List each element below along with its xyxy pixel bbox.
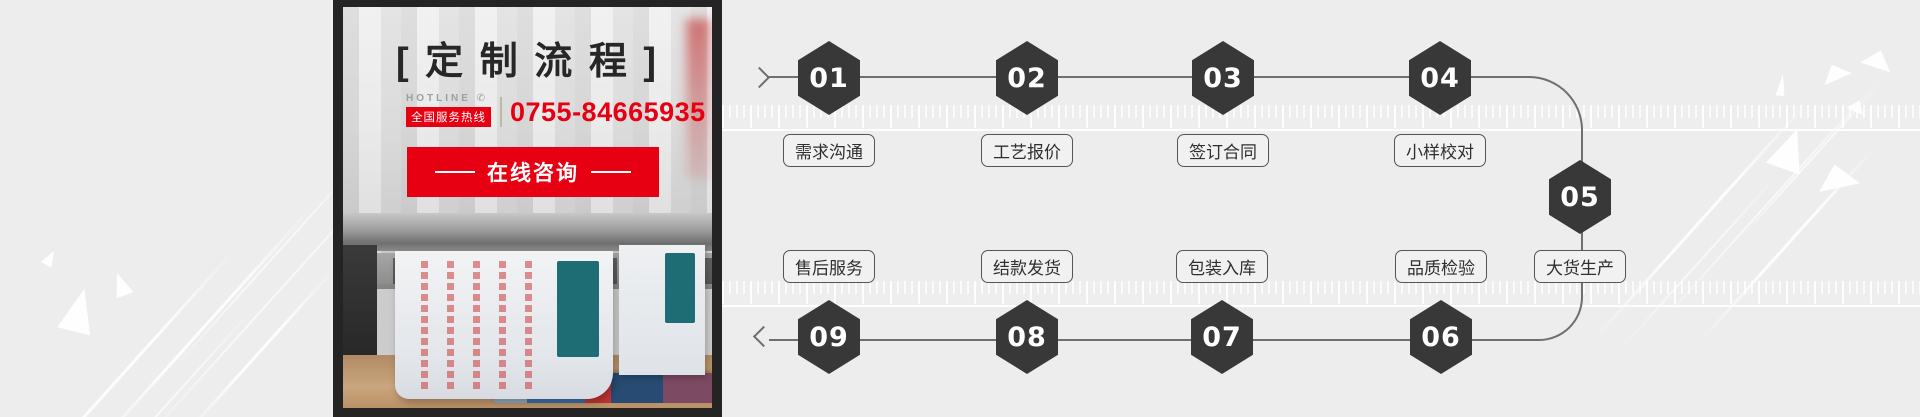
decorative-streak (185, 268, 335, 417)
cta-divider-line (435, 171, 475, 173)
decorative-triangle (1860, 45, 1896, 72)
cta-divider-line (591, 171, 631, 173)
decorative-streak (1618, 171, 1782, 351)
hotline-block: HOTLINE ✆ 全国服务热线 0755-84665935 (406, 93, 706, 127)
step-label-04: 小样校对 (1394, 134, 1486, 167)
photo-banner-teal-block (665, 253, 695, 323)
step-label-01: 需求沟通 (783, 134, 875, 167)
hotline-label-group: HOTLINE ✆ 全国服务热线 (406, 93, 491, 127)
step-label-09: 售后服务 (783, 250, 875, 283)
online-consult-button[interactable]: 在线咨询 (407, 147, 659, 197)
step-label-06: 品质检验 (1395, 250, 1487, 283)
step-label-02: 工艺报价 (981, 134, 1073, 167)
step-label-08: 结款发货 (981, 250, 1073, 283)
flow-start-arrow-icon (748, 66, 771, 89)
decorative-triangle (57, 285, 101, 336)
step-number: 03 (1203, 62, 1243, 94)
step-number: 08 (1007, 321, 1047, 353)
step-label-03: 签订合同 (1177, 134, 1269, 167)
ruler-band-bottom (722, 281, 1920, 307)
photo-hanging-banner (395, 251, 613, 399)
decorative-streak (85, 204, 315, 417)
decorative-triangle (1776, 73, 1788, 96)
flow-connector-line (769, 76, 1583, 341)
step-number: 04 (1420, 62, 1460, 94)
promo-panel: 1100 [ 定 制 流 程 ] HOTLINE ✆ 全国服务热线 0755-8… (333, 0, 722, 417)
photo-banner-teal-block (557, 261, 599, 357)
step-label-07: 包装入库 (1176, 250, 1268, 283)
step-number: 07 (1202, 321, 1242, 353)
phone-icon: ✆ (476, 93, 489, 104)
ruler-major-ticks (722, 281, 1920, 304)
decorative-triangle (1818, 59, 1852, 86)
ruler-baseline (722, 305, 1920, 307)
printer-photo: 1100 (343, 7, 712, 408)
step-label-05: 大货生产 (1534, 250, 1626, 283)
step-number: 02 (1007, 62, 1047, 94)
photo-roller-beam (343, 213, 712, 251)
decorative-triangle (1814, 160, 1860, 192)
hotline-en-text: HOTLINE (406, 93, 471, 104)
cta-label: 在线咨询 (487, 162, 579, 185)
step-number: 01 (809, 62, 849, 94)
decorative-triangle (108, 270, 133, 299)
hotline-badge: 全国服务热线 (406, 107, 491, 127)
photo-hanging-banner-side (619, 245, 705, 375)
hotline-divider (500, 97, 502, 127)
step-number: 06 (1421, 321, 1461, 353)
decorative-triangle (41, 248, 59, 268)
step-number: 09 (809, 321, 849, 353)
ruler-baseline (722, 129, 1920, 131)
photo-red-reflection (686, 19, 710, 179)
section-title: [ 定 制 流 程 ] (395, 41, 660, 83)
step-number: 05 (1560, 181, 1600, 213)
decorative-streak (1701, 143, 1879, 340)
hotline-phone-number: 0755-84665935 (510, 97, 706, 127)
hotline-en-label: HOTLINE ✆ (406, 93, 488, 104)
photo-banner-text-columns (421, 259, 541, 389)
